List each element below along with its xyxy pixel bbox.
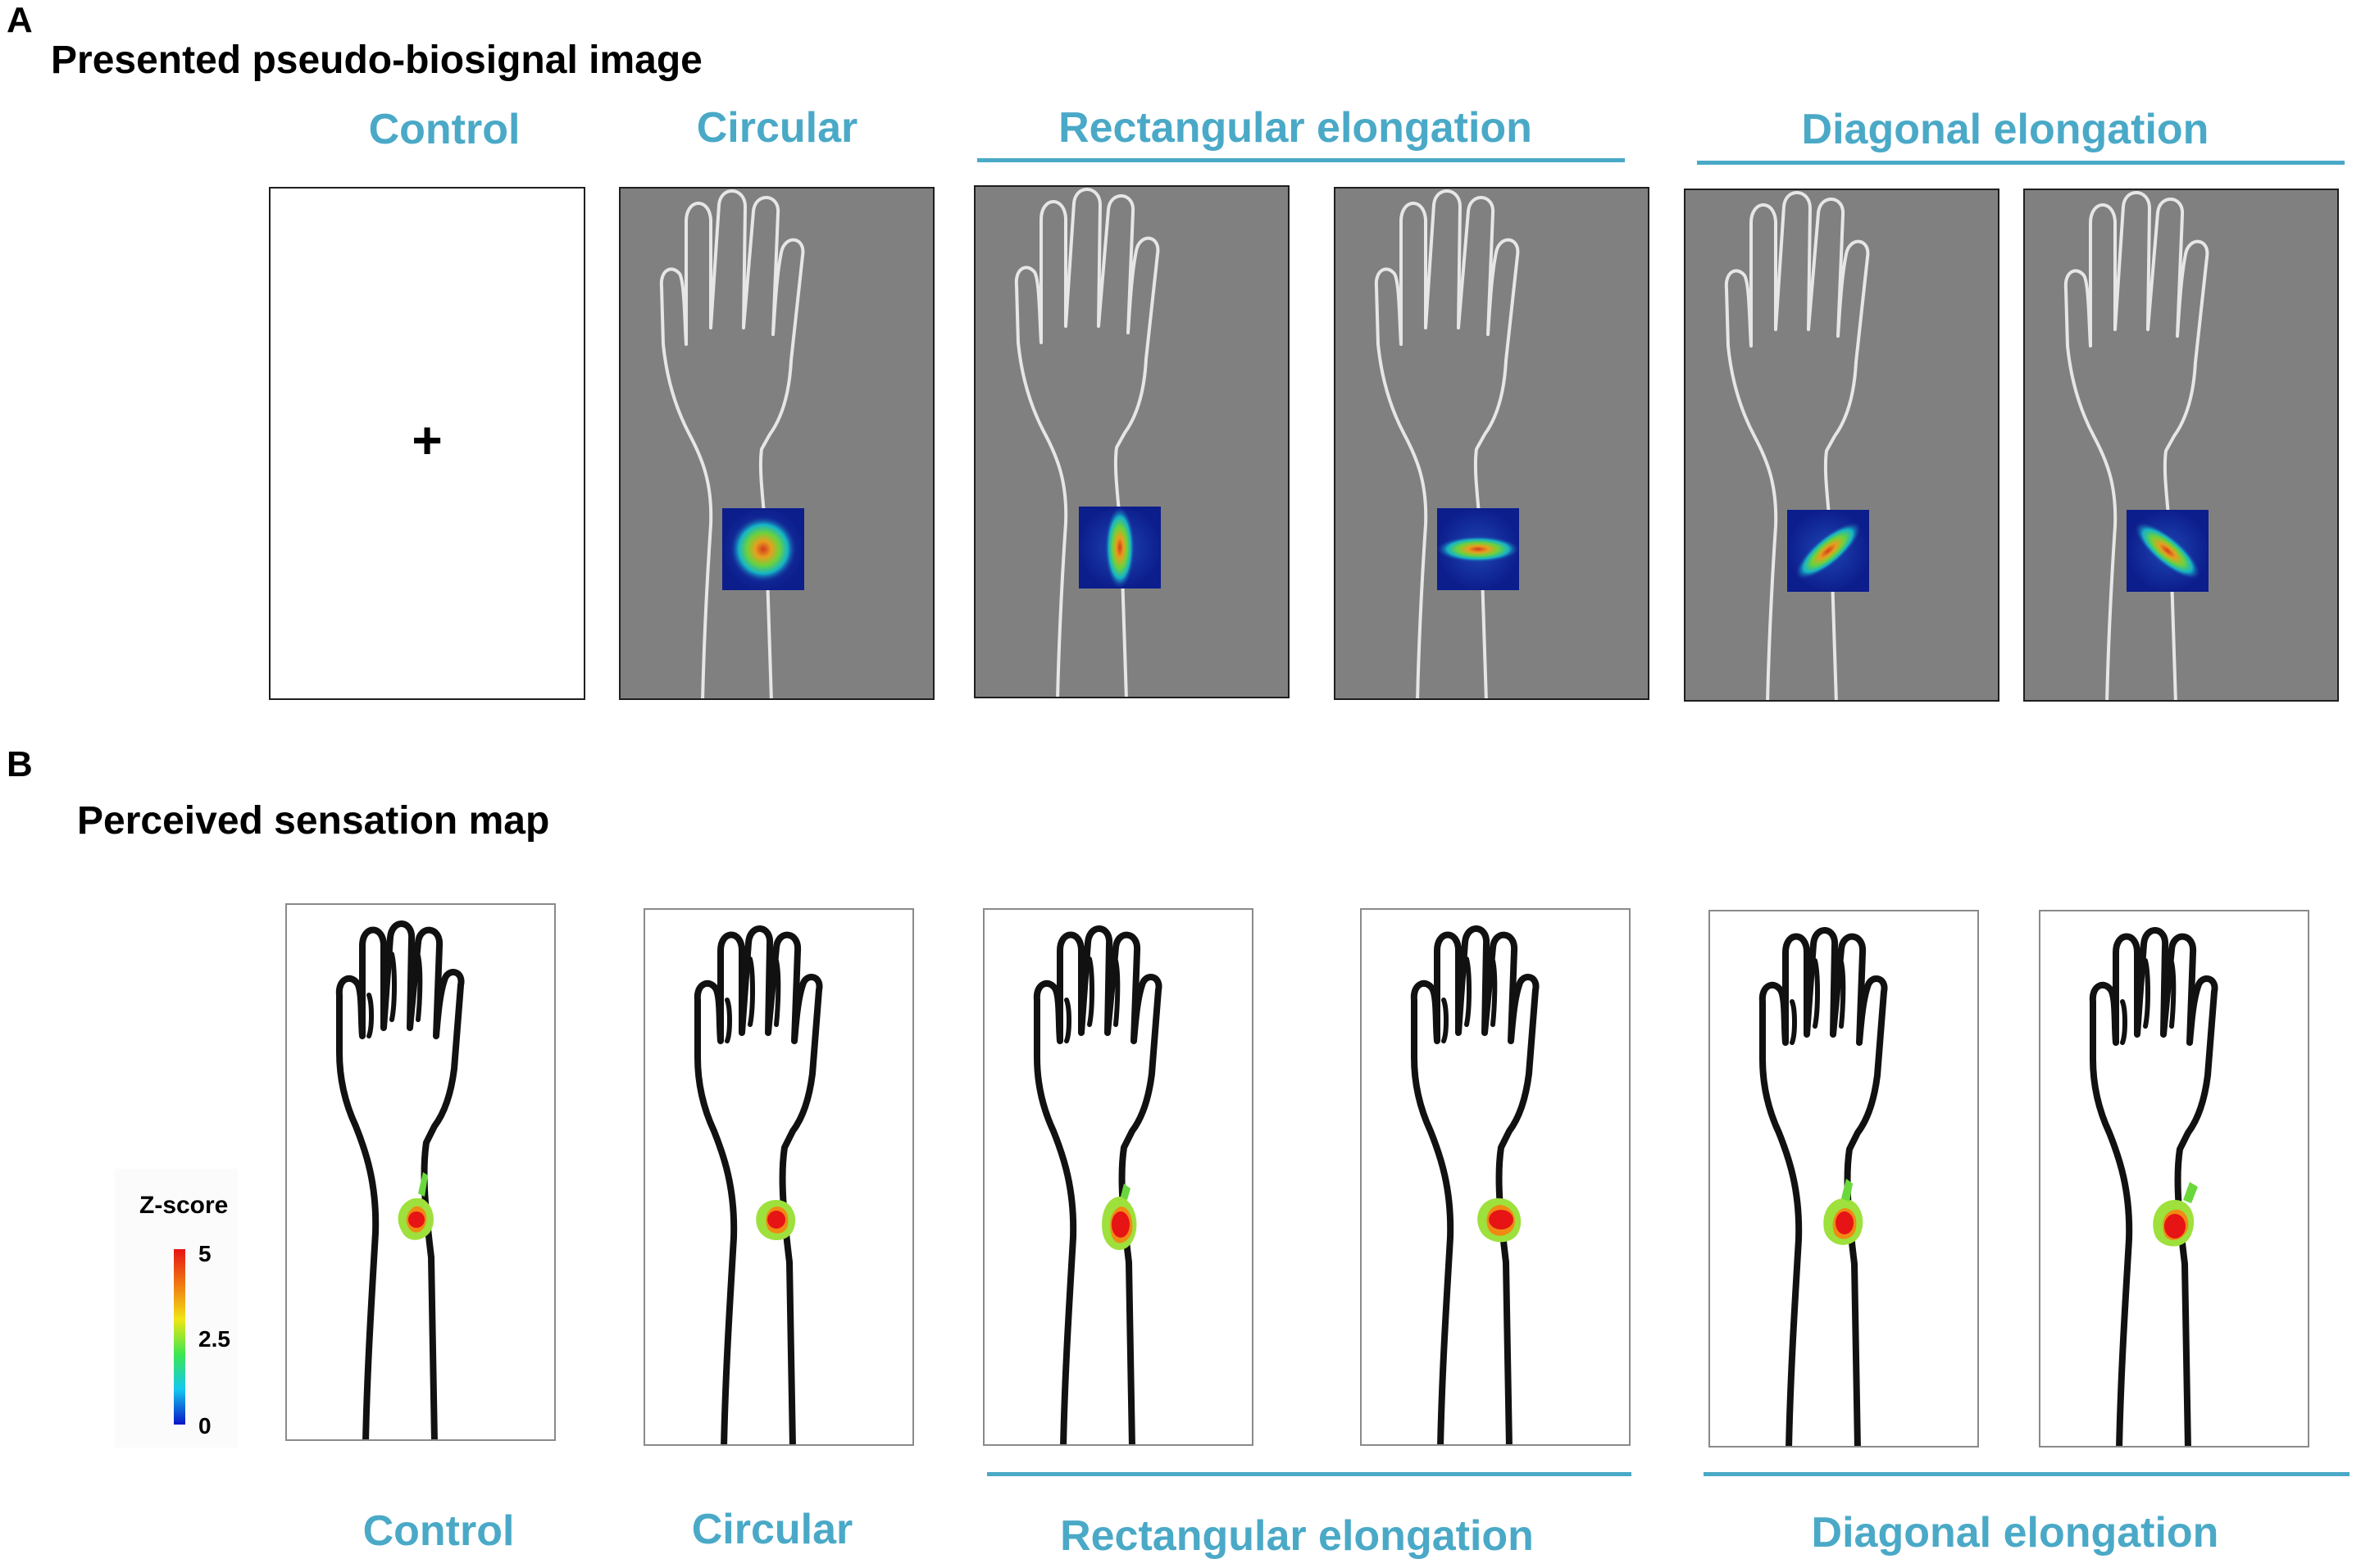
map-circular xyxy=(644,908,914,1446)
label-a-diagonal: Diagonal elongation xyxy=(1801,106,2209,153)
panel-b-letter: B xyxy=(7,744,33,784)
colorbar-legend: Z-score 5 2.5 0 xyxy=(115,1169,238,1448)
stimulus-rect-horizontal xyxy=(1334,187,1649,700)
map-diagonal-2 xyxy=(2039,910,2309,1448)
colorbar-title: Z-score xyxy=(139,1192,229,1219)
stimulus-circular xyxy=(619,187,935,700)
colorbar-tick-max: 5 xyxy=(198,1241,212,1266)
rule-b-rectangular xyxy=(987,1472,1631,1476)
colorbar-gradient xyxy=(174,1249,185,1425)
map-rect-vertical xyxy=(983,908,1253,1446)
heat-ellipse-diagonal-down xyxy=(2135,522,2200,579)
label-b-control: Control xyxy=(362,1507,515,1555)
fixation-cross: + xyxy=(412,411,443,470)
stimulus-control: + xyxy=(269,187,585,700)
label-a-rectangular: Rectangular elongation xyxy=(1058,104,1532,152)
label-a-circular: Circular xyxy=(696,104,858,152)
label-a-control: Control xyxy=(368,106,521,153)
stimulus-rect-vertical xyxy=(974,185,1290,698)
rule-a-rectangular xyxy=(977,158,1625,162)
map-control xyxy=(285,903,556,1441)
colorbar-tick-min: 0 xyxy=(198,1413,212,1438)
panel-a-heading: Presented pseudo-biosignal image xyxy=(51,39,703,82)
stimulus-diagonal-2 xyxy=(2023,189,2339,702)
heat-circle xyxy=(730,516,796,582)
rule-a-diagonal xyxy=(1697,161,2345,165)
panel-a-letter: A xyxy=(7,0,33,40)
map-rect-horizontal xyxy=(1360,908,1631,1446)
heat-ellipse-horizontal xyxy=(1437,536,1519,562)
label-b-rectangular: Rectangular elongation xyxy=(1060,1512,1534,1560)
map-diagonal-1 xyxy=(1708,910,1979,1448)
panel-b-heading: Perceived sensation map xyxy=(77,799,550,843)
colorbar-tick-mid: 2.5 xyxy=(198,1326,230,1352)
stimulus-diagonal-1 xyxy=(1684,189,1999,702)
label-b-diagonal: Diagonal elongation xyxy=(1811,1509,2219,1557)
rule-b-diagonal xyxy=(1704,1472,2350,1476)
label-b-circular: Circular xyxy=(691,1506,853,1553)
heat-ellipse-diagonal-up xyxy=(1795,522,1861,579)
heat-ellipse-vertical xyxy=(1105,507,1135,589)
